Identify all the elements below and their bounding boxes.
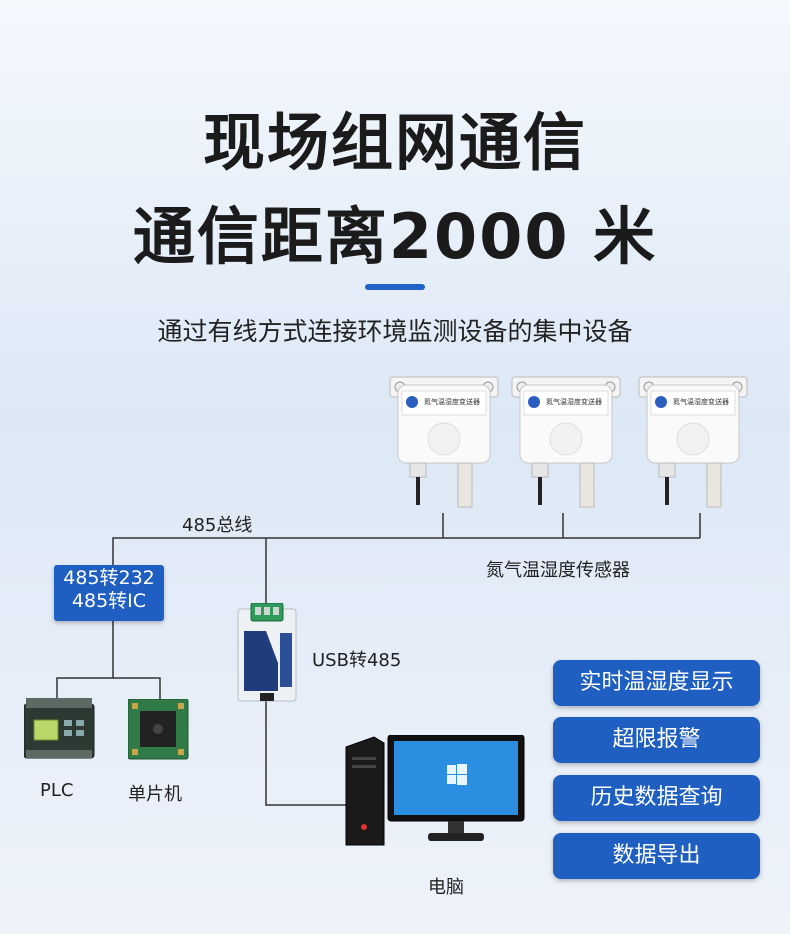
sensor-plate-text: 氮气温湿度变送器 bbox=[546, 397, 602, 406]
sensor-1: 氮气温湿度变送器 bbox=[388, 375, 500, 519]
plc-label: PLC bbox=[40, 780, 74, 801]
sensor-plate-text: 氮气温湿度变送器 bbox=[673, 397, 729, 406]
plc-device bbox=[23, 698, 96, 766]
pc-line bbox=[265, 700, 350, 806]
converter-line-2: 485转IC bbox=[71, 590, 147, 612]
subtitle: 通过有线方式连接环境监测设备的集中设备 bbox=[157, 317, 633, 346]
sensor-plate-text: 氮气温湿度变送器 bbox=[424, 397, 480, 406]
title-line-1: 现场组网通信 bbox=[202, 106, 587, 179]
feature-overlimit-alarm: 超限报警 bbox=[553, 717, 760, 763]
feature-history-query: 历史数据查询 bbox=[553, 775, 760, 821]
accent-divider bbox=[365, 284, 425, 290]
sensor-2: 氮气温湿度变送器 bbox=[510, 375, 622, 519]
sensor-3: 氮气温湿度变送器 bbox=[637, 375, 749, 519]
usb-converter bbox=[236, 602, 298, 707]
plc-line bbox=[56, 620, 114, 700]
title-line-2: 通信距离2000 米 bbox=[132, 200, 658, 273]
computer bbox=[344, 734, 529, 854]
mcu-board bbox=[127, 698, 190, 765]
mcu-label: 单片机 bbox=[128, 784, 182, 805]
pc-label: 电脑 bbox=[428, 877, 464, 898]
bus-label: 485总线 bbox=[182, 515, 253, 536]
feature-data-export: 数据导出 bbox=[553, 833, 760, 879]
mcu-line bbox=[113, 677, 161, 700]
converter-line-1: 485转232 bbox=[63, 567, 155, 589]
sensors-label: 氮气温湿度传感器 bbox=[486, 560, 630, 581]
feature-realtime-display: 实时温湿度显示 bbox=[553, 660, 760, 706]
converter-box: 485转232 485转IC bbox=[54, 565, 164, 621]
usb-label: USB转485 bbox=[312, 650, 402, 671]
